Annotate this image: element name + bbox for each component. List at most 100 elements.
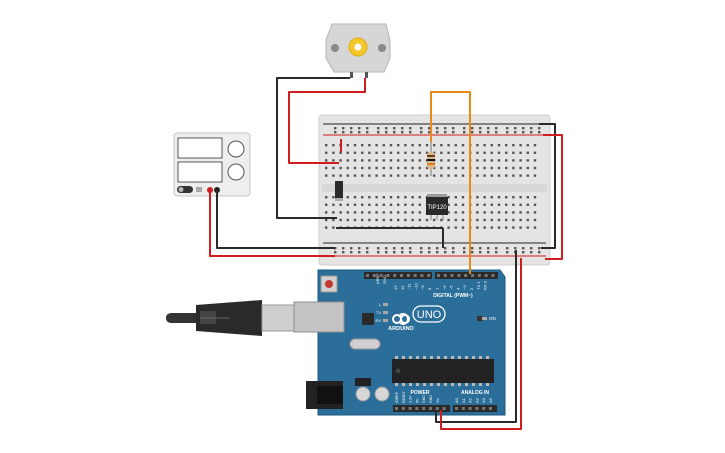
breadboard-hole [368, 196, 371, 199]
rail-hole [514, 127, 517, 130]
breadboard-hole [404, 166, 407, 170]
breadboard-hole [353, 211, 357, 214]
analog-pin-label: A5 [488, 397, 493, 403]
breadboard-hole [512, 144, 515, 147]
analog-pin-label: A3 [474, 397, 479, 403]
breadboard-hole [361, 218, 364, 222]
rail-hole [452, 247, 455, 250]
breadboard-hole [411, 159, 414, 162]
rail-hole [350, 247, 353, 250]
breadboard-hole [440, 218, 443, 222]
voltage-knob[interactable] [227, 140, 245, 158]
rail-hole [452, 131, 455, 134]
breadboard-hole [490, 166, 493, 170]
breadboard-hole [353, 144, 357, 147]
dc-motor[interactable] [325, 23, 391, 78]
breadboard-hole [526, 159, 529, 162]
header-pin [401, 407, 405, 410]
breadboard-hole [490, 211, 493, 214]
rail-hole [487, 127, 490, 130]
breadboard-hole [382, 196, 385, 199]
breadboard-hole [461, 211, 465, 214]
breadboard-hole [389, 174, 393, 177]
aref-label: AREF [375, 273, 380, 284]
breadboard-hole [404, 218, 407, 222]
rail-hole [522, 127, 525, 130]
header-pin [489, 407, 492, 410]
power-rail-bottom-negative [334, 247, 541, 250]
rail-hole [495, 251, 498, 254]
rail-hole [522, 131, 525, 134]
digital-pin-label: 12 [400, 285, 405, 290]
breadboard-hole [483, 196, 486, 199]
usb-port [293, 301, 345, 333]
breadboard-hole [505, 203, 508, 206]
breadboard-hole [353, 196, 357, 199]
header-pin [422, 407, 426, 410]
breadboard-hole [339, 211, 342, 214]
breadboard-hole [361, 144, 364, 147]
breadboard-hole [361, 203, 364, 206]
breadboard-hole [397, 203, 400, 206]
breadboard-hole [483, 203, 486, 206]
rail-hole [471, 127, 474, 130]
breadboard-hole [389, 211, 393, 214]
breadboard-hole [425, 166, 429, 170]
breadboard-hole [512, 218, 515, 222]
breadboard-hole [361, 211, 364, 214]
rail-hole [420, 127, 423, 130]
breadboard-hole [483, 166, 486, 170]
rail-hole [506, 251, 509, 254]
rail-hole [366, 131, 369, 134]
header-pin [420, 274, 424, 277]
breadboard-hole [461, 218, 465, 222]
capacitor-1 [355, 386, 371, 402]
breadboard-hole [512, 211, 515, 214]
breadboard-hole [389, 151, 393, 154]
breadboard-hole [526, 196, 529, 199]
rail-hole [495, 247, 498, 250]
breadboard-hole [375, 166, 378, 170]
breadboard-hole [440, 174, 443, 177]
breadboard-hole [375, 151, 378, 154]
rail-hole [538, 251, 541, 254]
breadboard-hole [447, 203, 450, 206]
rail-hole [350, 251, 353, 254]
breadboard-hole [346, 211, 349, 214]
digital-pin-label: ~6 [442, 285, 447, 290]
rail-hole [401, 131, 404, 134]
current-display [177, 161, 223, 183]
breadboard-hole [505, 159, 508, 162]
wire-arduino-gnd [435, 250, 517, 423]
breadboard-hole [512, 159, 515, 162]
header-pin [415, 407, 419, 410]
breadboard-hole [476, 203, 479, 206]
breadboard-hole [368, 211, 371, 214]
breadboard-hole [418, 196, 421, 199]
wire-top-rail-red [543, 134, 563, 260]
breadboard-hole [339, 203, 342, 206]
breadboard-hole [332, 166, 335, 170]
digital-header-label: DIGITAL (PWM~) [433, 293, 473, 299]
breadboard-hole [533, 211, 537, 214]
breadboard-hole [447, 159, 450, 162]
rail-hole [358, 127, 361, 130]
wire-motor-black [276, 77, 350, 219]
rail-hole [452, 127, 455, 130]
rail-hole [358, 247, 361, 250]
rail-hole [409, 247, 412, 250]
power-supply[interactable] [173, 132, 251, 197]
rail-hole [409, 127, 412, 130]
rail-hole [342, 131, 345, 134]
breadboard-hole [447, 211, 450, 214]
breadboard-hole [418, 174, 421, 177]
diode [335, 181, 343, 201]
breadboard-hole [389, 144, 393, 147]
breadboard-hole [404, 211, 407, 214]
breadboard-hole [519, 151, 522, 154]
current-knob[interactable] [227, 163, 245, 181]
breadboard-hole [353, 159, 357, 162]
breadboard-hole [332, 151, 335, 154]
